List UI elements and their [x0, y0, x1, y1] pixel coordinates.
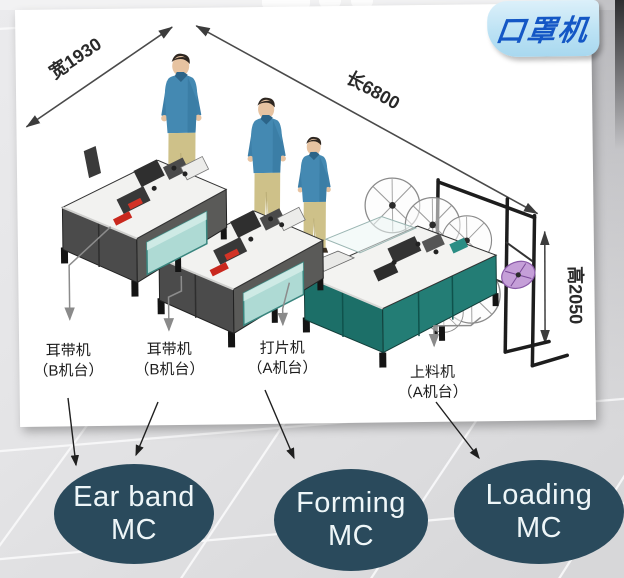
bubble-text-line2: MC: [515, 512, 563, 544]
purple-spool-icon: [501, 260, 536, 290]
dimension-height-label: 高2050: [565, 266, 587, 324]
machine-label-name: 耳带机: [45, 342, 91, 360]
callout-lines: [64, 226, 482, 348]
bubble-loading-mc: Loading MC: [454, 460, 624, 564]
bubble-forming-mc: Forming MC: [274, 469, 428, 571]
machine-label-unit: （A机台）: [397, 383, 468, 402]
bubble-text-line1: Loading: [485, 479, 593, 511]
photo-corner-shadow: [615, 0, 624, 150]
cutoff-text-fragment: [319, 0, 341, 10]
length-dimension-arrow: [195, 25, 539, 215]
machine-label-name: 上料机: [409, 363, 456, 382]
machine-label-name: 打片机: [259, 339, 305, 358]
machine-label-loading: 上料机 （A机台）: [377, 362, 487, 403]
height-dimension-arrow: [539, 230, 550, 345]
machine-label-earband-2: 耳带机 （B机台）: [114, 339, 224, 380]
machine-label-unit: （A机台）: [247, 359, 318, 378]
bubble-text-line2: MC: [327, 520, 375, 552]
machine-label-forming: 打片机 （A机台）: [227, 338, 337, 379]
bubble-text-line1: Ear band: [73, 481, 195, 513]
cutoff-text-fragment: [262, 0, 310, 8]
machine-line-illustration: 宽1930 长6800 高2050: [25, 25, 587, 370]
width-dimension-arrow: [25, 26, 173, 128]
dimension-width-label: 宽1930: [45, 33, 105, 83]
bubble-text-line2: MC: [110, 514, 158, 546]
machine-label-unit: （B机台）: [33, 361, 104, 380]
bubble-text-line1: Forming: [296, 487, 406, 519]
loading-machine-illustration: [364, 177, 570, 368]
machine-label-unit: （B机台）: [134, 360, 205, 379]
dimension-length-label: 长6800: [343, 68, 403, 114]
diagram-panel: 宽1930 长6800 高2050: [13, 0, 600, 427]
machine-label-name: 耳带机: [146, 340, 192, 359]
badge-label: 口罩机: [494, 14, 592, 49]
machine-label-earband-1: 耳带机 （B机台）: [13, 341, 123, 382]
photo-top-strip: [0, 0, 624, 10]
bubble-ear-band-mc: Ear band MC: [54, 464, 214, 564]
mask-machine-badge: 口罩机: [486, 0, 600, 58]
